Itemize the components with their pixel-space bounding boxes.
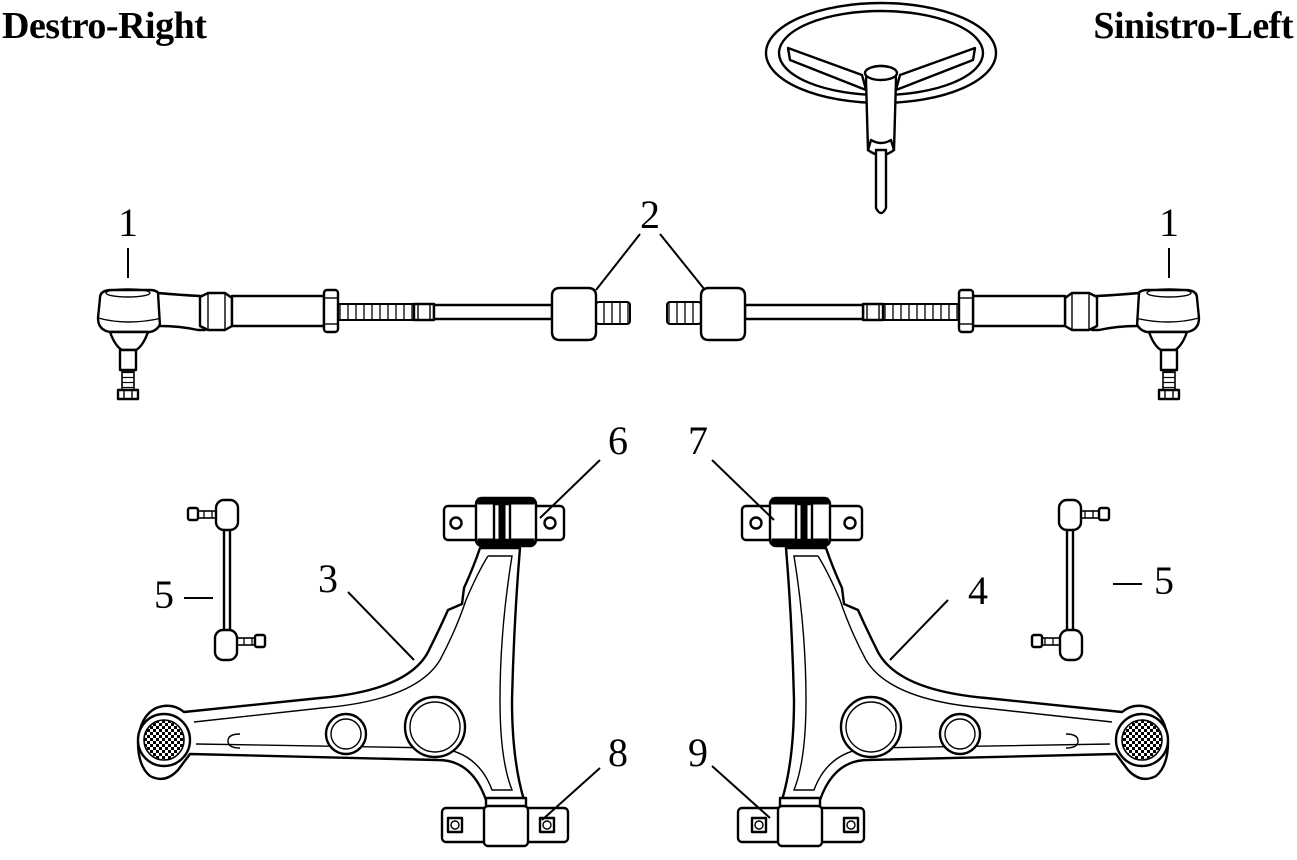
callout-control-arm-left: 4: [968, 568, 988, 613]
stabilizer-link-right: [186, 498, 267, 662]
control-arm-right: [136, 496, 570, 848]
right-side-label: Destro-Right: [2, 5, 207, 47]
steering-wheel-icon: [764, 1, 998, 215]
callout-inner-tie-rod: 2: [640, 192, 660, 237]
callout-front-bushing-left: 7: [688, 418, 708, 463]
callout-stabilizer-link-right: 5: [154, 572, 174, 617]
callout-rear-bushing-left: 9: [688, 730, 708, 775]
left-side-label: Sinistro-Left: [1093, 5, 1293, 47]
tie-rod-left: [665, 286, 1201, 401]
callout-front-bushing-right: 6: [608, 418, 628, 463]
tie-rod-right: [96, 286, 632, 401]
control-arm-left: [736, 496, 1170, 848]
callout-stabilizer-link-left: 5: [1154, 558, 1174, 603]
callout-tie-rod-end-right: 1: [118, 200, 138, 245]
callout-control-arm-right: 3: [318, 556, 338, 601]
stabilizer-link-left: [1030, 498, 1111, 662]
leader-lines: [127, 233, 1170, 821]
callout-rear-bushing-right: 8: [608, 730, 628, 775]
callout-tie-rod-end-left: 1: [1159, 200, 1179, 245]
